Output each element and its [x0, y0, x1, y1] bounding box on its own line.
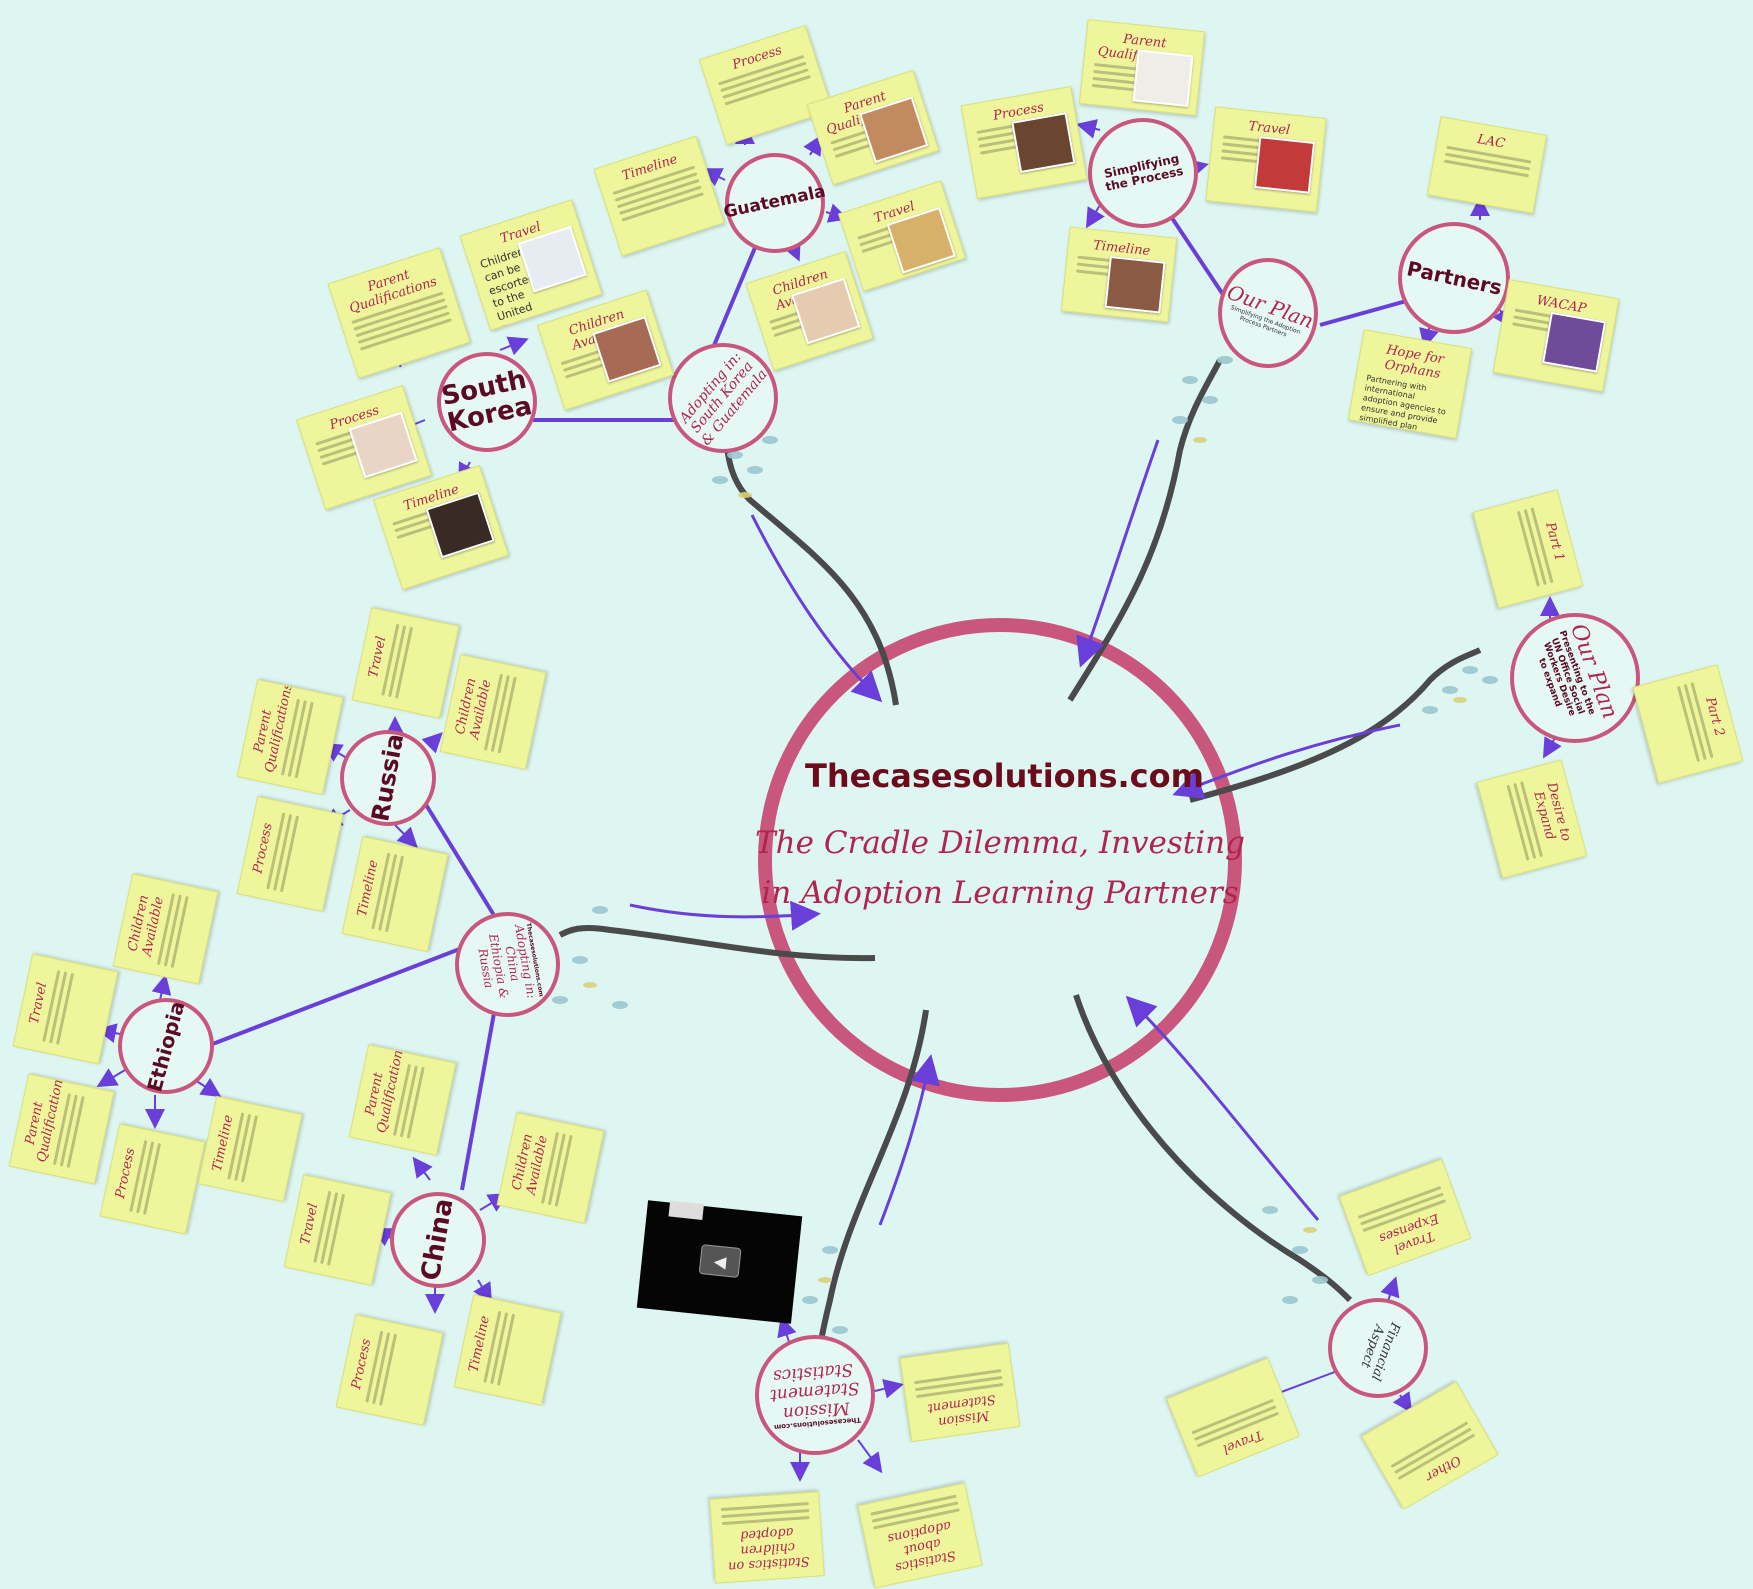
branch-left: [558, 924, 876, 962]
card-sp-travel[interactable]: Travel: [1205, 106, 1327, 213]
video-logo: [668, 1200, 704, 1220]
hub-korea-guatemala[interactable]: Adopting in: South Korea & Guatemala: [668, 343, 778, 453]
hub-our-plan-right[interactable]: Our Plan Presenting to the UN Office Soc…: [1510, 613, 1640, 743]
card-title: LAC: [1476, 132, 1507, 152]
node-simplifying-label: Simplifying the Process: [1102, 151, 1185, 194]
hub-financial-label: Financial Aspect: [1357, 1319, 1403, 1383]
node-ethiopia-label: Ethiopia: [141, 997, 190, 1094]
card-title: Statistics on children adopted: [727, 1524, 811, 1574]
photo-image: [1542, 311, 1607, 373]
node-guatemala[interactable]: Guatemala: [722, 153, 828, 253]
hub-mission-label: Mission Statement Statistics: [769, 1359, 861, 1424]
video-player[interactable]: ◀: [636, 1200, 803, 1324]
card-ms-statement[interactable]: Mission Statement: [899, 1342, 1021, 1443]
play-icon[interactable]: ◀: [698, 1244, 742, 1279]
center-subtitle: The Cradle Dilemma, Investing in Adoptio…: [755, 825, 1245, 911]
center-ring: [758, 618, 1242, 1102]
hub-financial[interactable]: Financial Aspect: [1328, 1298, 1428, 1398]
card-title: Travel: [297, 1202, 322, 1247]
card-et-timeline[interactable]: Timeline: [197, 1095, 303, 1203]
photo-image: [1011, 112, 1076, 174]
node-partners[interactable]: Partners: [1398, 222, 1510, 334]
branch-right: [1189, 647, 1482, 803]
arrows-to-center: [629, 439, 1401, 1226]
card-title: Travel: [365, 635, 390, 680]
card-title: Desire to Expand: [1530, 780, 1574, 843]
photo-image: [1253, 136, 1316, 194]
branch-bottom-right: [1073, 994, 1353, 1303]
card-title: Process: [112, 1146, 139, 1200]
leaf-clusters: [552, 356, 1498, 1374]
node-south-korea[interactable]: South Korea: [437, 352, 537, 452]
node-south-korea-label: South Korea: [438, 364, 535, 439]
hub-korea-guatemala-label: Adopting in: South Korea & Guatemala: [676, 349, 771, 449]
node-russia[interactable]: Russia: [340, 730, 436, 826]
node-partners-label: Partners: [1404, 255, 1504, 300]
card-sp-parent[interactable]: Parent Qualifications: [1078, 19, 1206, 116]
branch-top-right: [1067, 358, 1223, 702]
hub-our-plan-top[interactable]: Our Plan Simplifying the Adoption Proces…: [1218, 258, 1318, 368]
card-pt-wacap[interactable]: WACAP: [1492, 278, 1620, 393]
card-title: Timeline: [466, 1314, 493, 1374]
node-simplifying[interactable]: Simplifying the Process: [1088, 118, 1198, 228]
photo-image: [1132, 49, 1194, 108]
hub-mission[interactable]: Thecasesolutions.com Mission Statement S…: [755, 1335, 875, 1455]
card-sp-timeline[interactable]: Timeline: [1060, 226, 1178, 323]
card-pt-hope[interactable]: Hope for Orphans Partnering with interna…: [1347, 329, 1473, 439]
node-ethiopia[interactable]: Ethiopia: [118, 998, 214, 1094]
card-title: Timeline: [209, 1113, 237, 1173]
center-title: Thecasesolutions.com: [805, 757, 1204, 795]
node-guatemala-label: Guatemala: [722, 181, 828, 223]
photo-image: [1104, 255, 1166, 314]
node-china-label: China: [415, 1196, 460, 1284]
card-sp-process[interactable]: Process: [960, 85, 1088, 200]
hub-china-group-label: Adopting in: China Ethiopia & Russia: [475, 923, 538, 1000]
node-china[interactable]: China: [390, 1192, 486, 1288]
node-russia-label: Russia: [365, 731, 409, 824]
card-title: Process: [348, 1337, 375, 1391]
card-ms-stats1[interactable]: Statistics on children adopted: [709, 1491, 825, 1584]
hub-china-ethiopia-russia[interactable]: Thecasesolutions.com Adopting in: China …: [455, 912, 560, 1017]
card-title: Travel: [26, 981, 51, 1026]
